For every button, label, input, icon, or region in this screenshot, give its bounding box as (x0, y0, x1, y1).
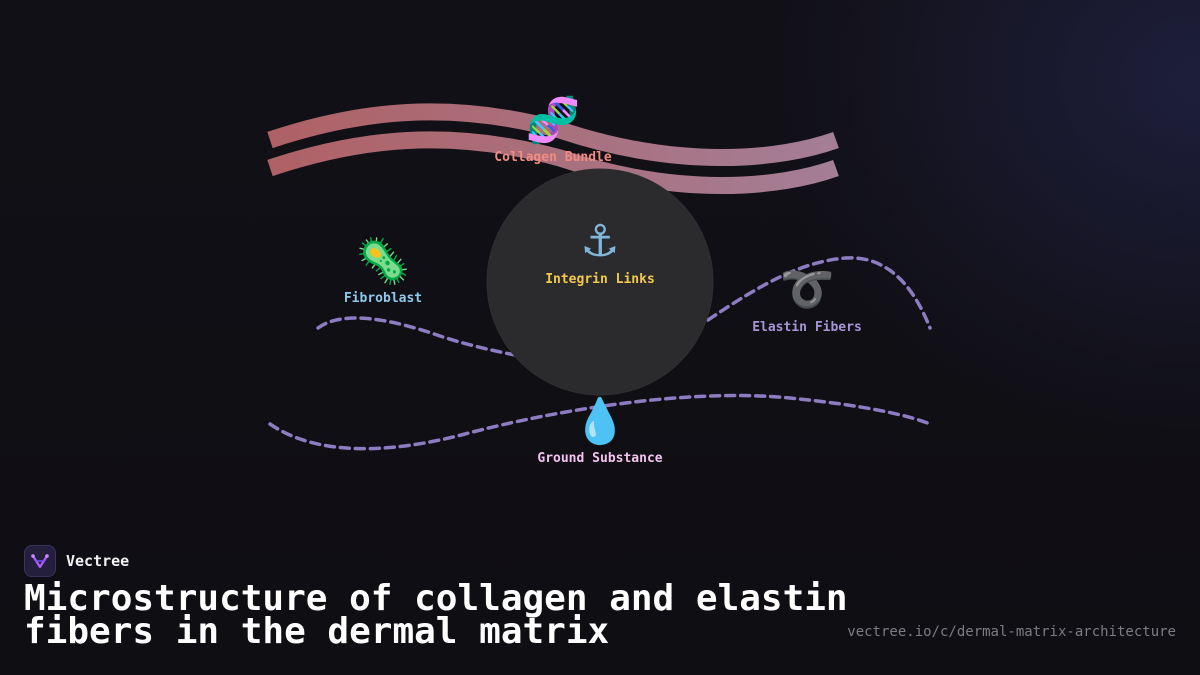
center-node-label: Integrin Links (545, 272, 655, 287)
source-url[interactable]: vectree.io/c/dermal-matrix-architecture (847, 624, 1176, 640)
elastin-path-right (706, 256, 932, 330)
vectree-logo-icon (24, 545, 56, 577)
collagen-fiber-strands (267, 103, 839, 194)
page-title: Microstructure of collagen and elastin f… (24, 578, 848, 652)
node-ground-substance: 💧 Ground Substance (537, 396, 662, 466)
node-label-elastin: Elastin Fibers (752, 320, 862, 335)
elastin-path-left (316, 316, 522, 358)
center-node: ⚓ Integrin Links (545, 216, 655, 287)
elastin-fiber-paths (268, 256, 932, 451)
node-label-fibroblast: Fibroblast (344, 291, 422, 306)
brand: Vectree (24, 544, 129, 578)
node-elastin: ➰ Elastin Fibers (752, 264, 862, 335)
node-label-ground-substance: Ground Substance (537, 451, 662, 466)
dna-icon: 🧬 (526, 93, 581, 146)
integrin-hub (486, 168, 714, 396)
node-fibroblast: 🦠 Fibroblast (344, 236, 422, 306)
brand-name: Vectree (66, 552, 130, 570)
collagen-strand-upper (267, 103, 839, 166)
anchor-icon: ⚓ (580, 216, 619, 267)
curly-loop-icon: ➰ (780, 264, 835, 315)
collagen-strand-lower (267, 131, 839, 194)
microbe-icon: 🦠 (356, 236, 411, 287)
elastin-path-bottom (268, 393, 932, 451)
node-collagen: 🧬 Collagen Bundle (494, 93, 612, 165)
droplet-icon: 💧 (573, 396, 628, 447)
node-label-collagen: Collagen Bundle (494, 150, 612, 165)
